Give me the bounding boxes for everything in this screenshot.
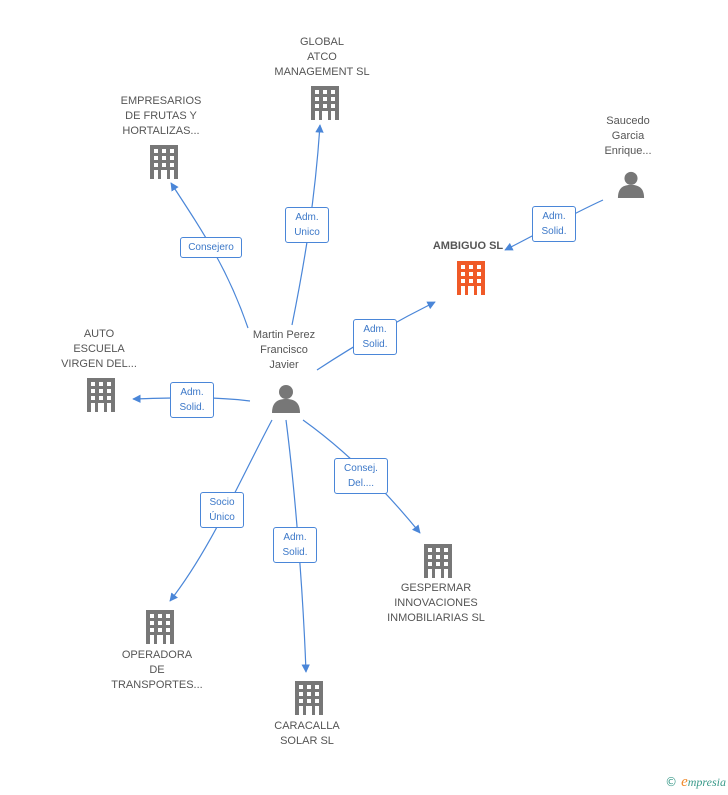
node-martin-label[interactable]: Martin Perez Francisco Javier	[252, 329, 316, 371]
building-icon	[87, 378, 115, 412]
edge-label-martin-caracalla: Adm. Solid.	[273, 527, 317, 563]
person-icon	[617, 171, 645, 198]
building-icon	[146, 610, 174, 644]
edge-label-consej-del: Consej. Del....	[334, 458, 388, 494]
brand-initial: e	[681, 774, 688, 790]
building-icon	[150, 145, 178, 179]
edge-label-martin-auto: Adm. Solid.	[170, 382, 214, 418]
edge-label-saucedo-ambiguo: Adm. Solid.	[532, 206, 576, 242]
building-icon	[295, 681, 323, 715]
node-operadora-label[interactable]: OPERADORA DE TRANSPORTES...	[111, 649, 203, 691]
building-icon	[311, 86, 339, 120]
edge-label-socio-unico: Socio Único	[200, 492, 244, 528]
person-icon	[272, 385, 300, 413]
node-global-atco-label[interactable]: GLOBAL ATCO MANAGEMENT SL	[274, 36, 370, 78]
node-saucedo-label[interactable]: Saucedo Garcia Enrique...	[604, 115, 652, 157]
building-icon	[424, 544, 452, 578]
node-caracalla-label[interactable]: CARACALLA SOLAR SL	[274, 720, 340, 747]
edge-label-martin-ambiguo: Adm. Solid.	[353, 319, 397, 355]
edge-label-consejero: Consejero	[180, 237, 242, 258]
node-empresarios-label[interactable]: EMPRESARIOS DE FRUTAS Y HORTALIZAS...	[120, 95, 202, 137]
node-auto-escuela-label[interactable]: AUTO ESCUELA VIRGEN DEL...	[61, 328, 137, 370]
brand-name: mpresia	[687, 775, 726, 789]
copyright-icon: ©	[665, 775, 678, 789]
building-icon	[457, 261, 485, 295]
node-gespermar-label[interactable]: GESPERMAR INNOVACIONES INMOBILIARIAS SL	[387, 582, 485, 624]
node-ambiguo-label[interactable]: AMBIGUO SL	[432, 240, 504, 252]
edge-label-adm-unico: Adm. Unico	[285, 207, 329, 243]
empresia-logo: ©empresia	[665, 774, 726, 791]
